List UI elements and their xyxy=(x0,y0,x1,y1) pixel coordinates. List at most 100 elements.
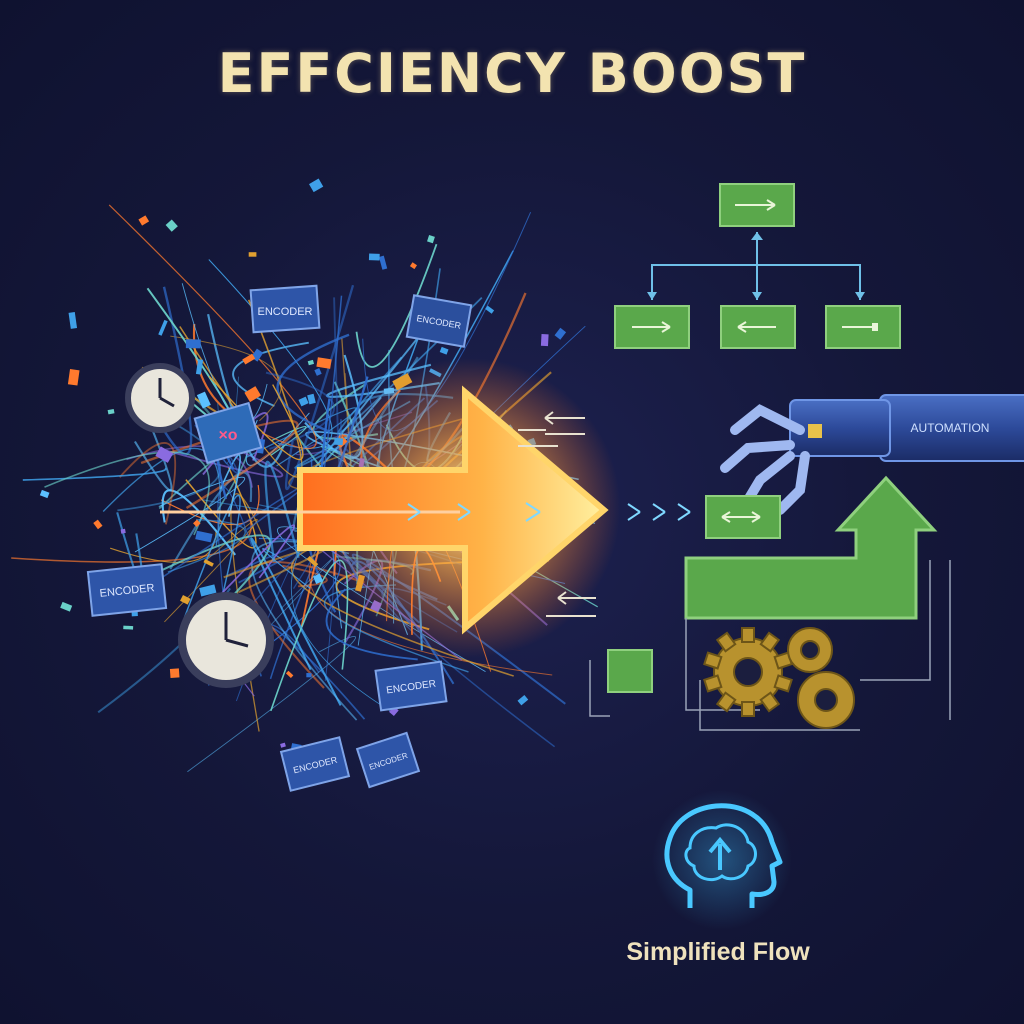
tangle-line xyxy=(219,454,241,517)
caption-text: Simplified Flow xyxy=(626,938,810,966)
tangle-fragment xyxy=(306,556,319,567)
tangle-fragment xyxy=(280,742,286,748)
tangle-line xyxy=(167,518,246,573)
chaos-card: ENCODER xyxy=(86,563,168,617)
flow-box-small xyxy=(607,649,653,693)
tangle-fragment xyxy=(107,409,115,415)
tangle-fragment xyxy=(120,528,126,534)
tangle-fragment xyxy=(540,334,549,347)
card-label: ENCODER xyxy=(99,582,155,600)
tangle-line xyxy=(108,204,317,450)
tangle-fragment xyxy=(123,625,134,630)
brain-head-icon xyxy=(652,790,792,930)
tangle-fragment xyxy=(554,327,567,340)
tangle-fragment xyxy=(180,595,191,605)
chaos-card: ×o xyxy=(193,401,263,465)
flow-box-left xyxy=(614,305,690,349)
tangle-fragment xyxy=(306,673,312,678)
card-mark: ×o xyxy=(218,427,237,444)
tangle-fragment xyxy=(409,262,417,270)
upward-arrow-icon xyxy=(684,475,938,620)
gear-icon xyxy=(787,627,833,673)
speed-lines xyxy=(160,502,691,522)
page-title: EFFCIENCY BOOST xyxy=(217,42,807,105)
clock-icon xyxy=(178,592,274,688)
tangle-fragment xyxy=(196,391,211,409)
tangle-fragment xyxy=(244,386,262,403)
tangle-line xyxy=(134,410,173,492)
tangle-fragment xyxy=(316,357,332,369)
tangle-line xyxy=(201,499,300,516)
tangle-fragment xyxy=(195,530,213,543)
tangle-fragment xyxy=(155,446,174,463)
gear-tooth xyxy=(759,631,781,653)
small-arrows xyxy=(518,411,596,617)
tangle-fragment xyxy=(485,305,495,314)
tangle-line xyxy=(250,537,342,706)
tangle-line xyxy=(132,534,272,627)
tangle-fragment xyxy=(185,339,201,349)
tangle-fragment xyxy=(378,255,388,270)
tangle-fragment xyxy=(67,369,80,386)
tangle-fragment xyxy=(199,584,217,597)
tangle-fragment xyxy=(248,252,257,257)
tangle-fragment xyxy=(93,519,103,530)
gear-tooth xyxy=(715,631,737,653)
tangle-fragment xyxy=(439,346,449,355)
tangle-line xyxy=(161,489,237,556)
gear-tooth xyxy=(703,651,723,670)
gear-tooth xyxy=(741,627,755,643)
tangle-fragment xyxy=(517,695,529,706)
tangle-line xyxy=(102,447,221,547)
big-arrow-icon xyxy=(297,385,609,635)
tangle-line xyxy=(148,286,193,456)
tangle-fragment xyxy=(169,668,180,679)
chaos-card: ENCODER xyxy=(249,284,321,334)
gear-tooth xyxy=(741,701,755,717)
chaos-card: ENCODER xyxy=(279,736,351,792)
tangle-line xyxy=(325,588,418,661)
tangle-fragment xyxy=(39,489,50,499)
tangle-fragment xyxy=(298,396,309,407)
tangle-fragment xyxy=(68,311,78,329)
tangle-line xyxy=(270,426,307,456)
tangle-line xyxy=(44,451,210,536)
chaos-card: ENCODER xyxy=(374,660,448,712)
tangle-line xyxy=(355,243,438,368)
tangle-fragment xyxy=(285,670,294,679)
tangle-fragment xyxy=(313,573,324,585)
tangle-line xyxy=(282,564,328,588)
tangle-line xyxy=(11,519,252,563)
tangle-fragment xyxy=(203,559,214,567)
gear-icon xyxy=(797,671,855,729)
tangle-fragment xyxy=(165,219,178,232)
tangle-fragment xyxy=(60,601,73,612)
gear-tooth xyxy=(773,674,793,693)
tangle-line xyxy=(134,476,245,553)
chaos-card: ENCODER xyxy=(405,294,473,348)
tangle-line xyxy=(276,333,350,434)
tangle-fragment xyxy=(138,215,150,226)
gear-tooth xyxy=(715,691,737,713)
tangle-fragment xyxy=(309,178,324,193)
tangle-fragment xyxy=(193,519,201,527)
tangle-fragment xyxy=(314,368,322,376)
tangle-line xyxy=(264,460,300,562)
tangle-line xyxy=(290,540,394,714)
tangle-fragment xyxy=(158,319,168,336)
card-label: ENCODER xyxy=(257,306,312,318)
tangle-line xyxy=(118,442,177,525)
gear-tooth xyxy=(759,691,781,713)
chaos-card: ENCODER xyxy=(355,731,421,789)
circuit-lines xyxy=(589,560,951,731)
robot-arm: AUTOMATION xyxy=(720,394,1024,515)
tangle-fragment xyxy=(242,353,256,365)
tangle-line xyxy=(22,467,167,481)
automation-label: AUTOMATION xyxy=(911,421,990,435)
tangle-fragment xyxy=(427,235,435,244)
tangle-fragment xyxy=(307,359,315,366)
tangle-line xyxy=(265,371,335,450)
gear-tooth xyxy=(703,674,723,693)
tangle-fragment xyxy=(368,253,380,261)
